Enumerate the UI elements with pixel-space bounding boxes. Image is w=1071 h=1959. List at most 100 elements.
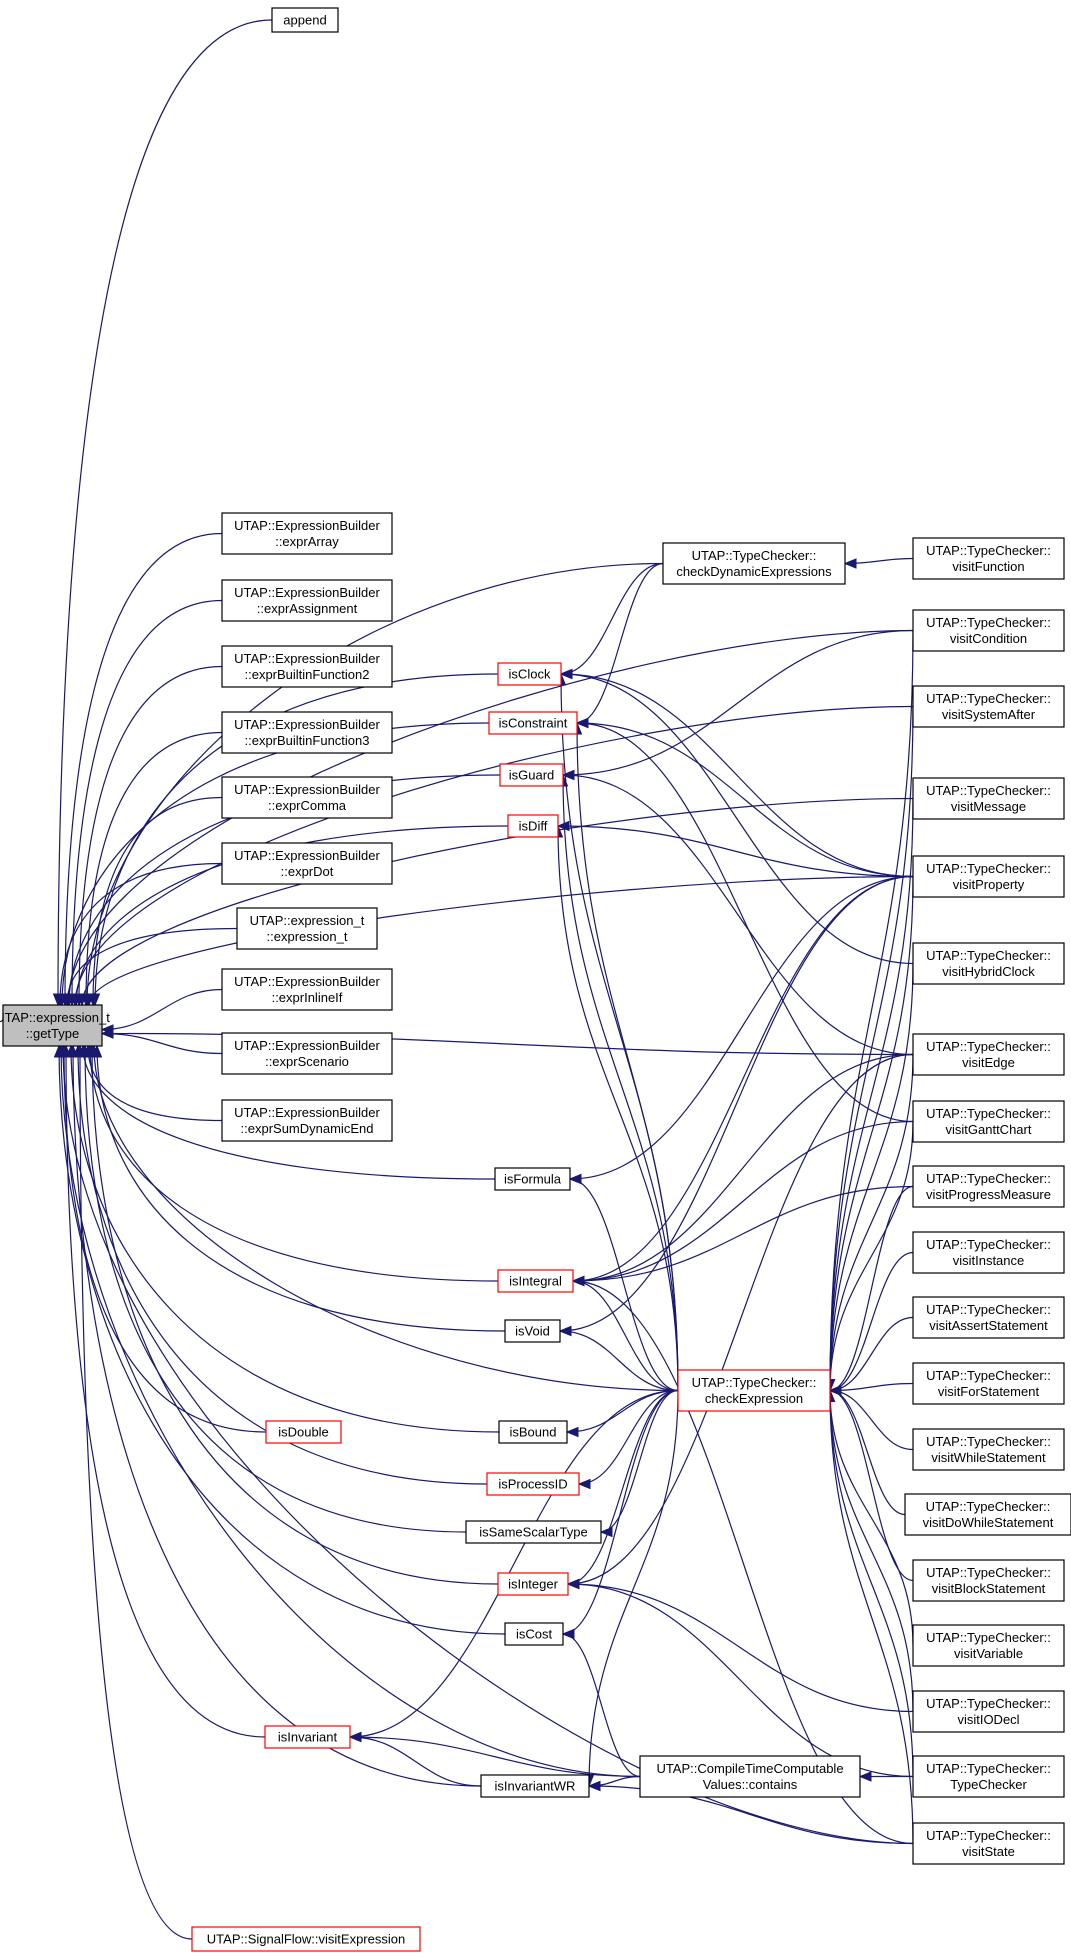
node-checkDynamicExpressions[interactable]: UTAP::TypeChecker::checkDynamicExpressio… xyxy=(662,542,846,585)
node-append[interactable]: append xyxy=(271,7,339,33)
node-isInvariantWR[interactable]: isInvariantWR xyxy=(480,1774,590,1798)
node-exprComma[interactable]: UTAP::ExpressionBuilder::exprComma xyxy=(221,776,393,819)
node-box xyxy=(912,1165,1065,1208)
node-isIntegral[interactable]: isIntegral xyxy=(497,1269,574,1293)
node-label-line: UTAP::ExpressionBuilder xyxy=(234,585,380,600)
node-visitAssertStatement[interactable]: UTAP::TypeChecker::visitAssertStatement xyxy=(912,1296,1065,1339)
node-exprDot[interactable]: UTAP::ExpressionBuilder::exprDot xyxy=(221,842,393,885)
edge-checkExpression-to-isIntegral xyxy=(572,1280,679,1392)
node-visitGanttChart[interactable]: UTAP::TypeChecker::visitGanttChart xyxy=(912,1100,1065,1143)
node-exprScenario[interactable]: UTAP::ExpressionBuilder::exprScenario xyxy=(221,1032,393,1075)
node-box xyxy=(504,1319,561,1343)
node-visitProgressMeasure[interactable]: UTAP::TypeChecker::visitProgressMeasure xyxy=(912,1165,1065,1208)
edge-visitSystemAfter-to-checkExpression xyxy=(829,706,914,1391)
node-visitState[interactable]: UTAP::TypeChecker::visitState xyxy=(912,1822,1065,1865)
node-label-line: UTAP::CompileTimeComputable xyxy=(656,1761,843,1776)
edge-checkExpression-to-isBound xyxy=(566,1389,679,1433)
node-visitProperty[interactable]: UTAP::TypeChecker::visitProperty xyxy=(912,855,1065,898)
node-expression_t[interactable]: UTAP::expression_t::expression_t xyxy=(236,907,378,950)
node-exprAssignment[interactable]: UTAP::ExpressionBuilder::exprAssignment xyxy=(221,579,393,622)
node-visitIODecl[interactable]: UTAP::TypeChecker::visitIODecl xyxy=(912,1690,1065,1733)
node-isDiff[interactable]: isDiff xyxy=(507,814,559,838)
node-visitSystemAfter[interactable]: UTAP::TypeChecker::visitSystemAfter xyxy=(912,685,1065,728)
node-visitWhileStatement[interactable]: UTAP::TypeChecker::visitWhileStatement xyxy=(912,1428,1065,1471)
edge-visitMessage-to-checkExpression xyxy=(829,798,914,1391)
edge-visitEdge-to-isInteger xyxy=(567,1053,914,1585)
edge-checkExpression-to-isInvariant xyxy=(349,1389,679,1738)
node-label-line: UTAP::TypeChecker:: xyxy=(926,1106,1051,1121)
node-contains[interactable]: UTAP::CompileTimeComputableValues::conta… xyxy=(639,1755,861,1798)
node-visitFunction[interactable]: UTAP::TypeChecker::visitFunction xyxy=(912,537,1065,580)
node-isProcessID[interactable]: isProcessID xyxy=(486,1472,580,1496)
node-box xyxy=(912,942,1065,985)
node-isDouble[interactable]: isDouble xyxy=(265,1420,342,1444)
arrowhead-TypeChecker-to-isInteger xyxy=(566,1578,580,1590)
edge-visitEdge-to-checkExpression xyxy=(829,1054,914,1391)
node-label-line: visitProperty xyxy=(953,877,1025,892)
node-visitBlockStatement[interactable]: UTAP::TypeChecker::visitBlockStatement xyxy=(912,1559,1065,1602)
node-label-line: UTAP::TypeChecker:: xyxy=(926,1696,1051,1711)
node-checkExpression[interactable]: UTAP::TypeChecker::checkExpression xyxy=(677,1369,831,1412)
node-exprBuiltinFunction2[interactable]: UTAP::ExpressionBuilder::exprBuiltinFunc… xyxy=(221,645,393,688)
node-isVoid[interactable]: isVoid xyxy=(504,1319,561,1343)
edge-isInteger-to-root xyxy=(91,1045,499,1585)
arrowhead-visitState-to-isIntegral xyxy=(571,1275,585,1287)
node-box xyxy=(480,1774,590,1798)
node-isClock[interactable]: isClock xyxy=(497,662,562,686)
node-visitHybridClock[interactable]: UTAP::TypeChecker::visitHybridClock xyxy=(912,942,1065,985)
edge-checkExpression-to-isVoid xyxy=(559,1330,679,1392)
node-label-line: UTAP::ExpressionBuilder xyxy=(234,717,380,732)
node-label-line: UTAP::SignalFlow::visitExpression xyxy=(207,1932,405,1947)
node-label-line: UTAP::TypeChecker:: xyxy=(926,691,1051,706)
node-label-line: visitAssertStatement xyxy=(929,1318,1048,1333)
node-isConstraint[interactable]: isConstraint xyxy=(488,711,578,735)
edge-contains-to-root xyxy=(60,1045,641,1778)
node-box xyxy=(221,776,393,819)
node-box xyxy=(912,855,1065,898)
node-box xyxy=(191,1926,421,1952)
node-box xyxy=(494,1167,571,1191)
node-visitForStatement[interactable]: UTAP::TypeChecker::visitForStatement xyxy=(912,1362,1065,1405)
edge-visitCondition-to-root xyxy=(67,629,914,1006)
node-isFormula[interactable]: isFormula xyxy=(494,1167,571,1191)
node-isSameScalarType[interactable]: isSameScalarType xyxy=(465,1520,602,1544)
node-label-line: visitGanttChart xyxy=(946,1122,1032,1137)
edge-checkExpression-to-isSameScalarType xyxy=(600,1389,679,1533)
edge-checkExpression-to-root xyxy=(93,1045,679,1392)
node-label-line: isCost xyxy=(516,1627,553,1642)
node-exprInlineIf[interactable]: UTAP::ExpressionBuilder::exprInlineIf xyxy=(221,968,393,1011)
edge-checkDynamicExpressions-to-isConstraint xyxy=(576,562,664,724)
node-isInteger[interactable]: isInteger xyxy=(497,1572,569,1596)
node-label-line: visitMessage xyxy=(951,799,1026,814)
node-isBound[interactable]: isBound xyxy=(498,1420,568,1444)
node-visitDoWhileStatement[interactable]: UTAP::TypeChecker::visitDoWhileStatement xyxy=(904,1493,1071,1536)
node-visitEdge[interactable]: UTAP::TypeChecker::visitEdge xyxy=(912,1033,1065,1076)
arrowhead-visitState-to-root xyxy=(57,1044,69,1058)
node-isGuard[interactable]: isGuard xyxy=(499,763,564,787)
node-TypeChecker[interactable]: UTAP::TypeChecker::TypeChecker xyxy=(912,1755,1065,1798)
node-visitCondition[interactable]: UTAP::TypeChecker::visitCondition xyxy=(912,609,1065,652)
edge-visitAssertStatement-to-checkExpression xyxy=(829,1316,914,1392)
node-visitVariable[interactable]: UTAP::TypeChecker::visitVariable xyxy=(912,1624,1065,1667)
node-box xyxy=(221,711,393,754)
node-label-line: append xyxy=(283,13,326,28)
node-label-line: ::exprScenario xyxy=(265,1054,349,1069)
node-label-line: isDiff xyxy=(519,819,548,834)
node-exprBuiltinFunction3[interactable]: UTAP::ExpressionBuilder::exprBuiltinFunc… xyxy=(221,711,393,754)
node-exprArray[interactable]: UTAP::ExpressionBuilder::exprArray xyxy=(221,512,393,555)
node-root[interactable]: UTAP::expression_t::getType xyxy=(0,1004,110,1047)
edge-exprArray-to-root xyxy=(64,532,223,1006)
node-box xyxy=(497,1269,574,1293)
node-visitInstance[interactable]: UTAP::TypeChecker::visitInstance xyxy=(912,1231,1065,1274)
node-label-line: isBound xyxy=(510,1425,557,1440)
node-isCost[interactable]: isCost xyxy=(504,1622,564,1646)
node-box xyxy=(236,907,378,950)
node-visitExpression[interactable]: UTAP::SignalFlow::visitExpression xyxy=(191,1926,421,1952)
node-visitMessage[interactable]: UTAP::TypeChecker::visitMessage xyxy=(912,777,1065,820)
node-label-line: visitForStatement xyxy=(938,1384,1040,1399)
node-exprSumDynamicEnd[interactable]: UTAP::ExpressionBuilder::exprSumDynamicE… xyxy=(221,1099,393,1142)
node-box xyxy=(912,1296,1065,1339)
edges-layer xyxy=(52,19,914,1940)
edge-exprBuiltinFunction3-to-root xyxy=(85,731,223,1006)
node-isInvariant[interactable]: isInvariant xyxy=(264,1725,351,1749)
